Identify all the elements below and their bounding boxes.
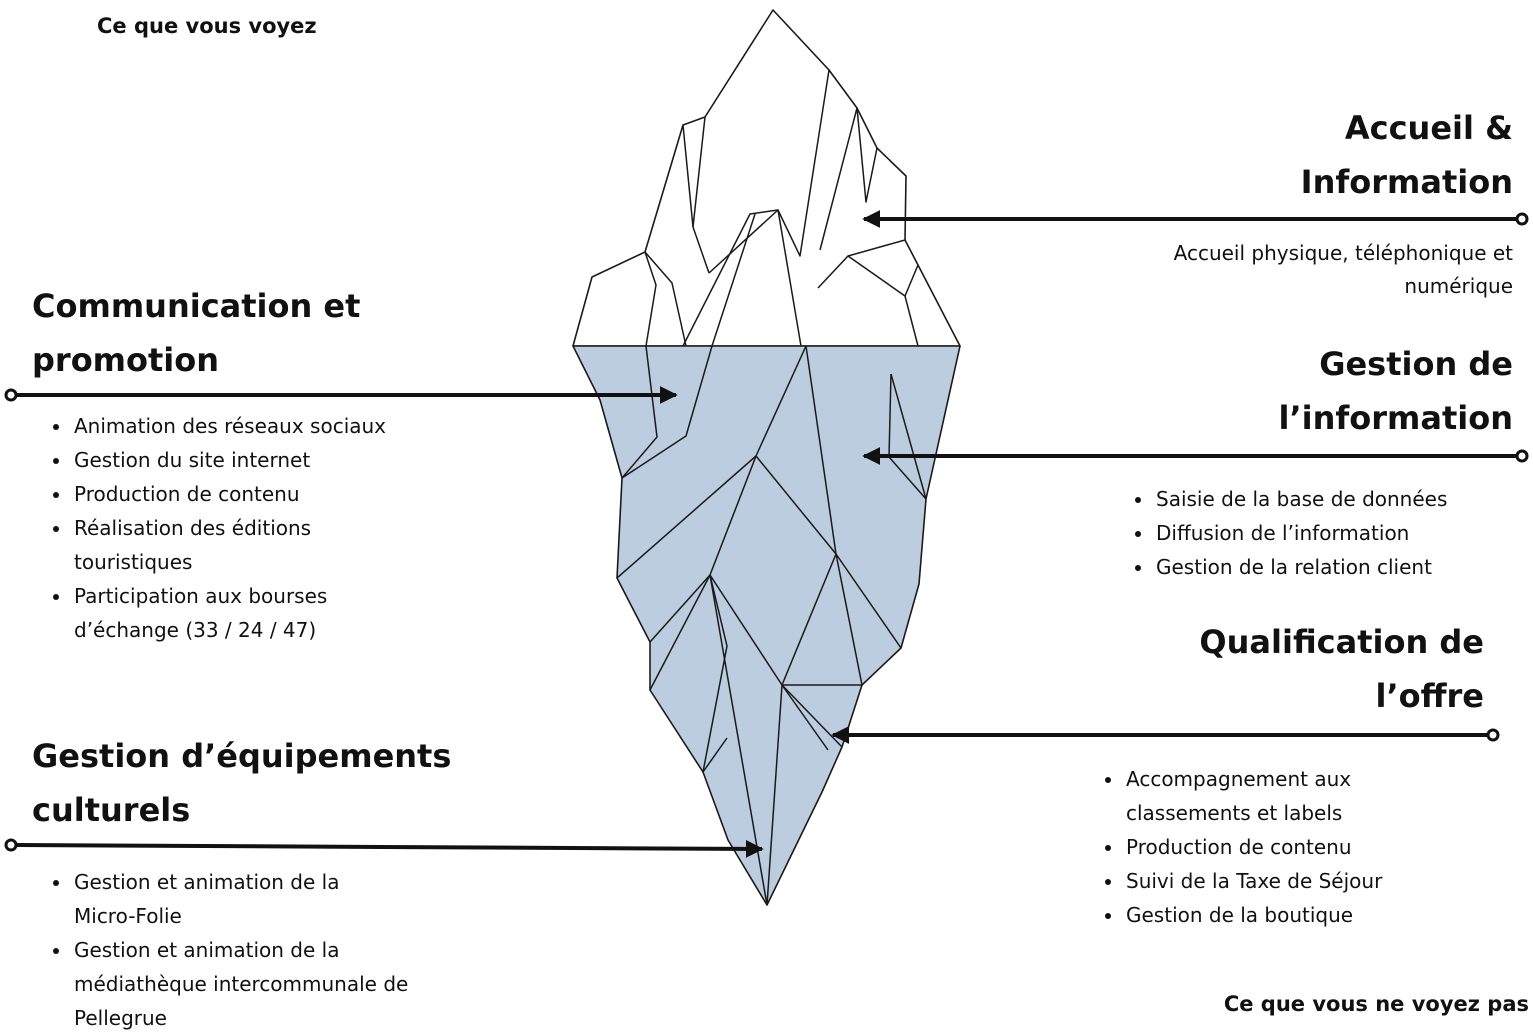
iceberg-tip-facets bbox=[644, 69, 919, 347]
section-title: Gestion de l’information bbox=[1278, 337, 1513, 445]
list-item: Participation aux bourses d’échange (33 … bbox=[72, 579, 374, 647]
list-item: Production de contenu bbox=[72, 477, 452, 511]
list-item: Gestion de la relation client bbox=[1154, 550, 1524, 584]
section-title-line: promotion bbox=[32, 341, 220, 379]
description-line: numérique bbox=[1404, 274, 1513, 298]
section-title: Accueil & Information bbox=[1301, 101, 1513, 209]
visible-part-label: Ce que vous voyez bbox=[97, 14, 317, 38]
gestion-info-list: Saisie de la base de données Diffusion d… bbox=[1114, 482, 1524, 584]
section-title-line: l’information bbox=[1278, 399, 1513, 437]
hidden-part-label: Ce que vous ne voyez pas bbox=[1223, 992, 1529, 1016]
arrow-equipements bbox=[4, 838, 764, 858]
section-title-line: l’offre bbox=[1375, 677, 1484, 715]
list-item: Réalisation des éditions touristiques bbox=[72, 511, 364, 579]
section-communication: Communication et promotion bbox=[32, 279, 360, 387]
list-item: Gestion de la boutique bbox=[1124, 898, 1504, 932]
section-title-line: Information bbox=[1300, 163, 1513, 201]
section-equipements: Gestion d’équipements culturels bbox=[32, 729, 451, 837]
arrow-communication bbox=[4, 386, 678, 404]
iceberg-below-water bbox=[572, 345, 961, 906]
list-item: Saisie de la base de données bbox=[1154, 482, 1524, 516]
section-title: Gestion d’équipements culturels bbox=[32, 729, 451, 837]
communication-list: Animation des réseaux sociaux Gestion du… bbox=[32, 409, 452, 647]
equipements-list: Gestion et animation de la Micro-Folie G… bbox=[32, 865, 452, 1035]
qualification-list: Accompagnement aux classements et labels… bbox=[1084, 762, 1504, 932]
list-item: Gestion et animation de la Micro-Folie bbox=[72, 865, 394, 933]
section-accueil: Accueil & Information bbox=[1301, 101, 1513, 209]
section-title: Qualification de l’offre bbox=[1199, 615, 1484, 723]
list-item: Gestion du site internet bbox=[72, 443, 452, 477]
list-item: Accompagnement aux classements et labels bbox=[1124, 762, 1366, 830]
section-title-line: Communication et bbox=[32, 287, 361, 325]
arrow-qualification bbox=[831, 726, 1500, 744]
list-item: Suivi de la Taxe de Séjour bbox=[1124, 864, 1504, 898]
list-item: Production de contenu bbox=[1124, 830, 1504, 864]
section-title-line: Gestion d’équipements bbox=[32, 737, 452, 775]
section-title-line: Qualification de bbox=[1199, 623, 1484, 661]
arrow-accueil bbox=[862, 210, 1529, 228]
section-title-line: Gestion de bbox=[1319, 345, 1513, 383]
section-gestion-info: Gestion de l’information bbox=[1278, 337, 1513, 445]
accueil-description: Accueil physique, téléphonique et numéri… bbox=[1174, 237, 1513, 303]
iceberg-tip-outline bbox=[572, 9, 961, 347]
description-line: Accueil physique, téléphonique et bbox=[1173, 241, 1513, 265]
iceberg-underwater-facets bbox=[616, 345, 927, 906]
list-item: Animation des réseaux sociaux bbox=[72, 409, 452, 443]
section-title-line: Accueil & bbox=[1344, 109, 1513, 147]
section-title-line: culturels bbox=[32, 791, 191, 829]
section-title: Communication et promotion bbox=[32, 279, 360, 387]
arrow-gestion-info bbox=[862, 447, 1529, 465]
iceberg-above-water bbox=[572, 9, 961, 347]
list-item: Gestion et animation de la médiathèque i… bbox=[72, 933, 434, 1035]
iceberg-underwater-outline bbox=[572, 345, 961, 906]
list-item: Diffusion de l’information bbox=[1154, 516, 1524, 550]
section-qualification: Qualification de l’offre bbox=[1199, 615, 1484, 723]
